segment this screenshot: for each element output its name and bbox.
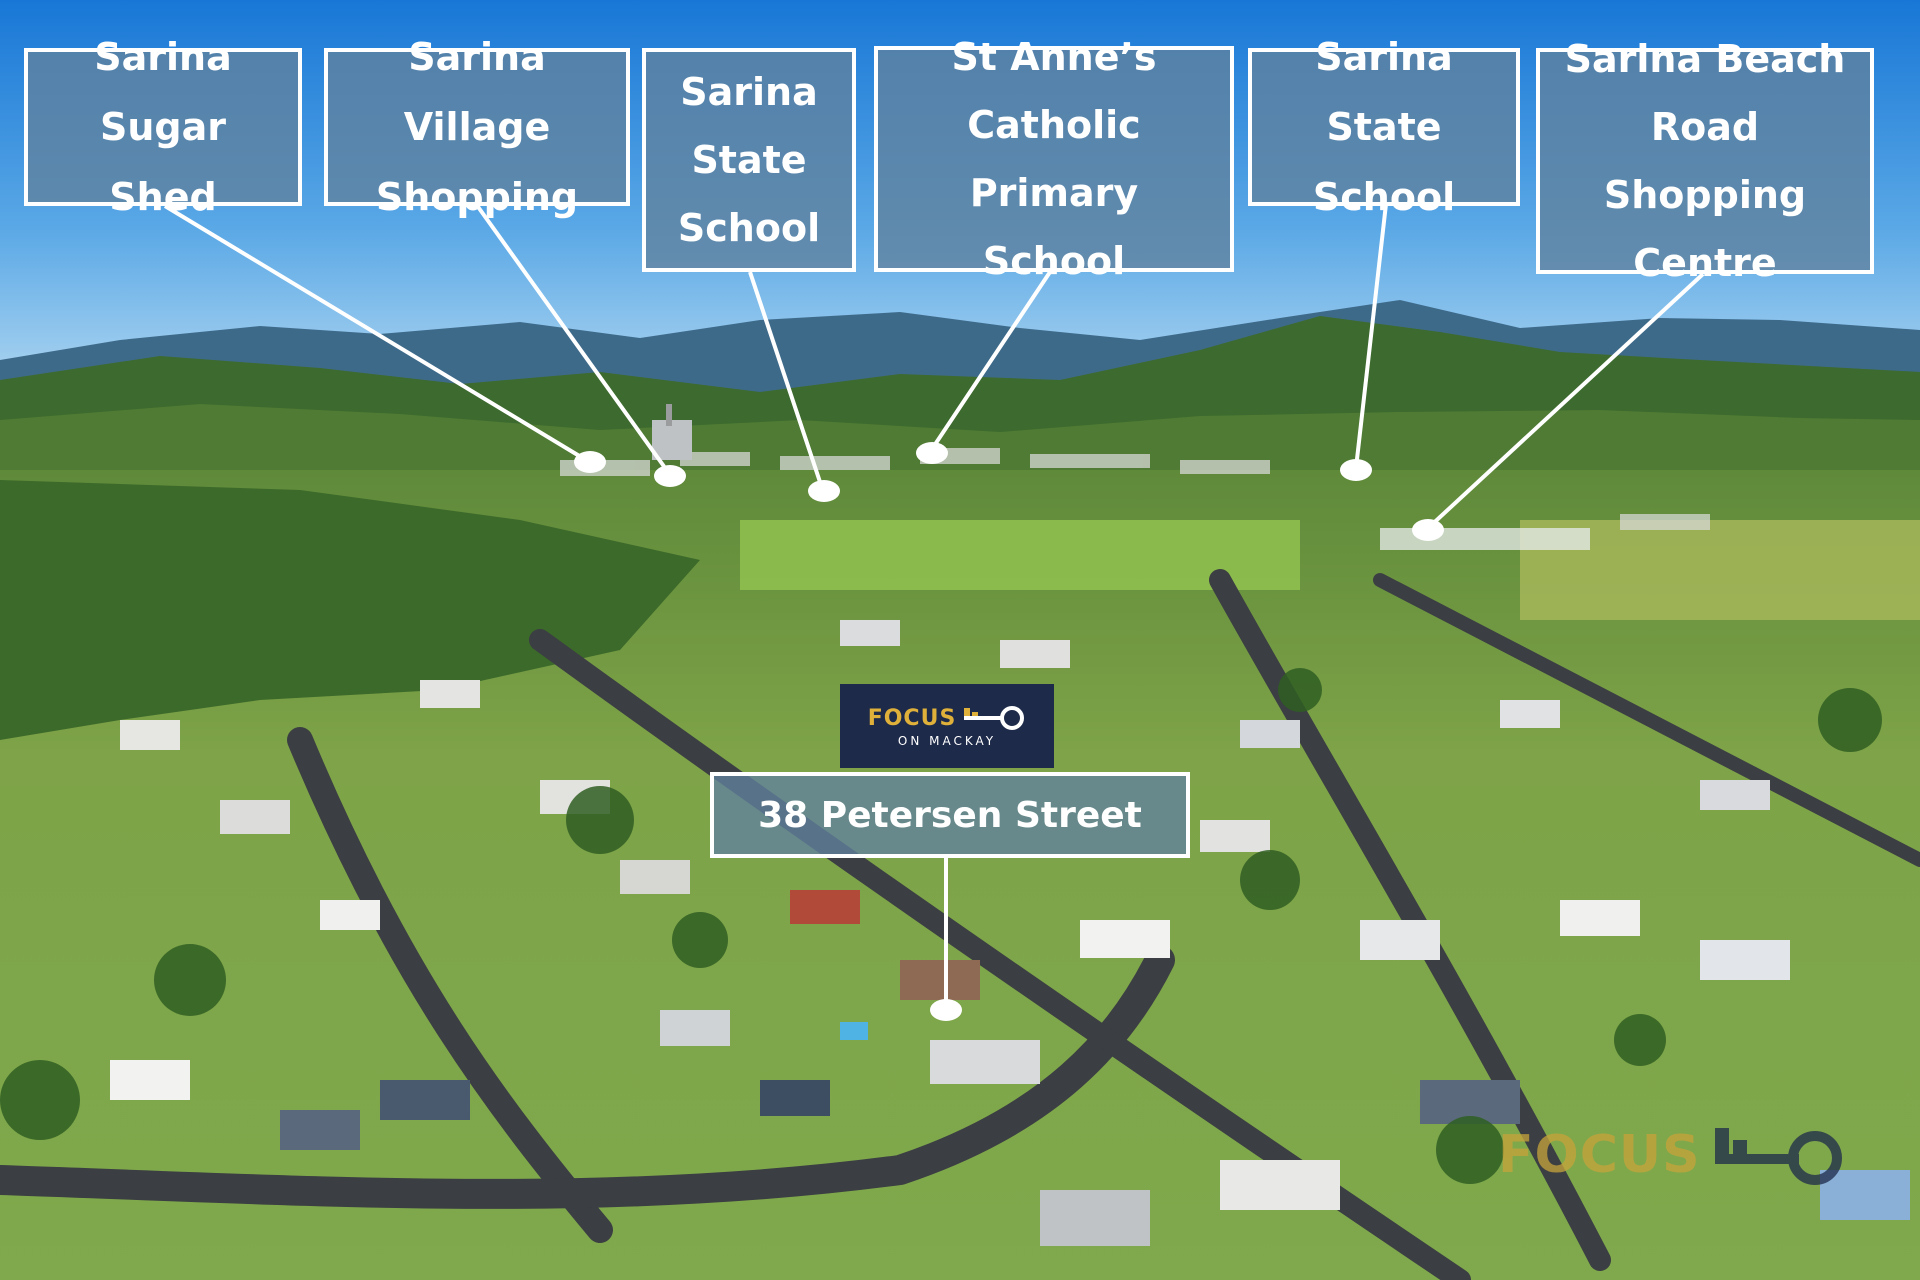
label-sarina-beach-road-shopping-centre: Sarina Beach Road Shopping Centre — [1536, 37, 1874, 285]
label-line: School — [677, 206, 821, 250]
label-line: Sarina Beach — [1564, 37, 1846, 81]
label-line: Shopping — [375, 175, 579, 219]
watermark-key-icon — [1714, 1128, 1842, 1185]
label-sarina-sugar-shed: Sarina Sugar Shed — [24, 35, 302, 219]
focus-on-mackay-logo: FOCUS ON MACKAY — [840, 684, 1054, 768]
focus-watermark: FOCUS — [1498, 1120, 1845, 1190]
label-line: Shed — [109, 175, 217, 219]
sports-field — [740, 520, 1300, 590]
label-line: School — [1312, 175, 1456, 219]
label-line: Centre — [1633, 241, 1777, 285]
label-line: St Anne’s — [951, 35, 1157, 79]
label-line: Road Shopping — [1603, 105, 1807, 217]
label-sarina-village-shopping: Sarina Village Shopping — [324, 35, 630, 219]
logo-subtitle: ON MACKAY — [897, 734, 997, 748]
property-address: 38 Petersen Street — [758, 794, 1142, 836]
label-st-annes-catholic-primary-school: St Anne’s Catholic Primary School — [874, 35, 1234, 283]
mill-stack — [666, 404, 672, 426]
label-sarina-state-school-1: Sarina State School — [642, 48, 856, 272]
property-address-label: 38 Petersen Street — [710, 772, 1190, 858]
label-line: Sarina Sugar — [94, 35, 232, 149]
label-line: State — [691, 138, 807, 182]
pool — [840, 1022, 868, 1040]
label-line: Sarina Village — [403, 35, 551, 149]
label-line: Sarina — [680, 70, 818, 114]
label-sarina-state-school-2: Sarina State School — [1248, 35, 1520, 219]
logo-word: FOCUS — [867, 705, 957, 731]
forest-left — [0, 480, 700, 740]
label-line: School — [982, 239, 1126, 283]
key-icon — [964, 706, 1025, 730]
trees — [0, 668, 1882, 1184]
label-line: Catholic Primary — [967, 103, 1141, 215]
watermark-word: FOCUS — [1498, 1125, 1701, 1185]
label-line: Sarina State — [1315, 35, 1453, 149]
